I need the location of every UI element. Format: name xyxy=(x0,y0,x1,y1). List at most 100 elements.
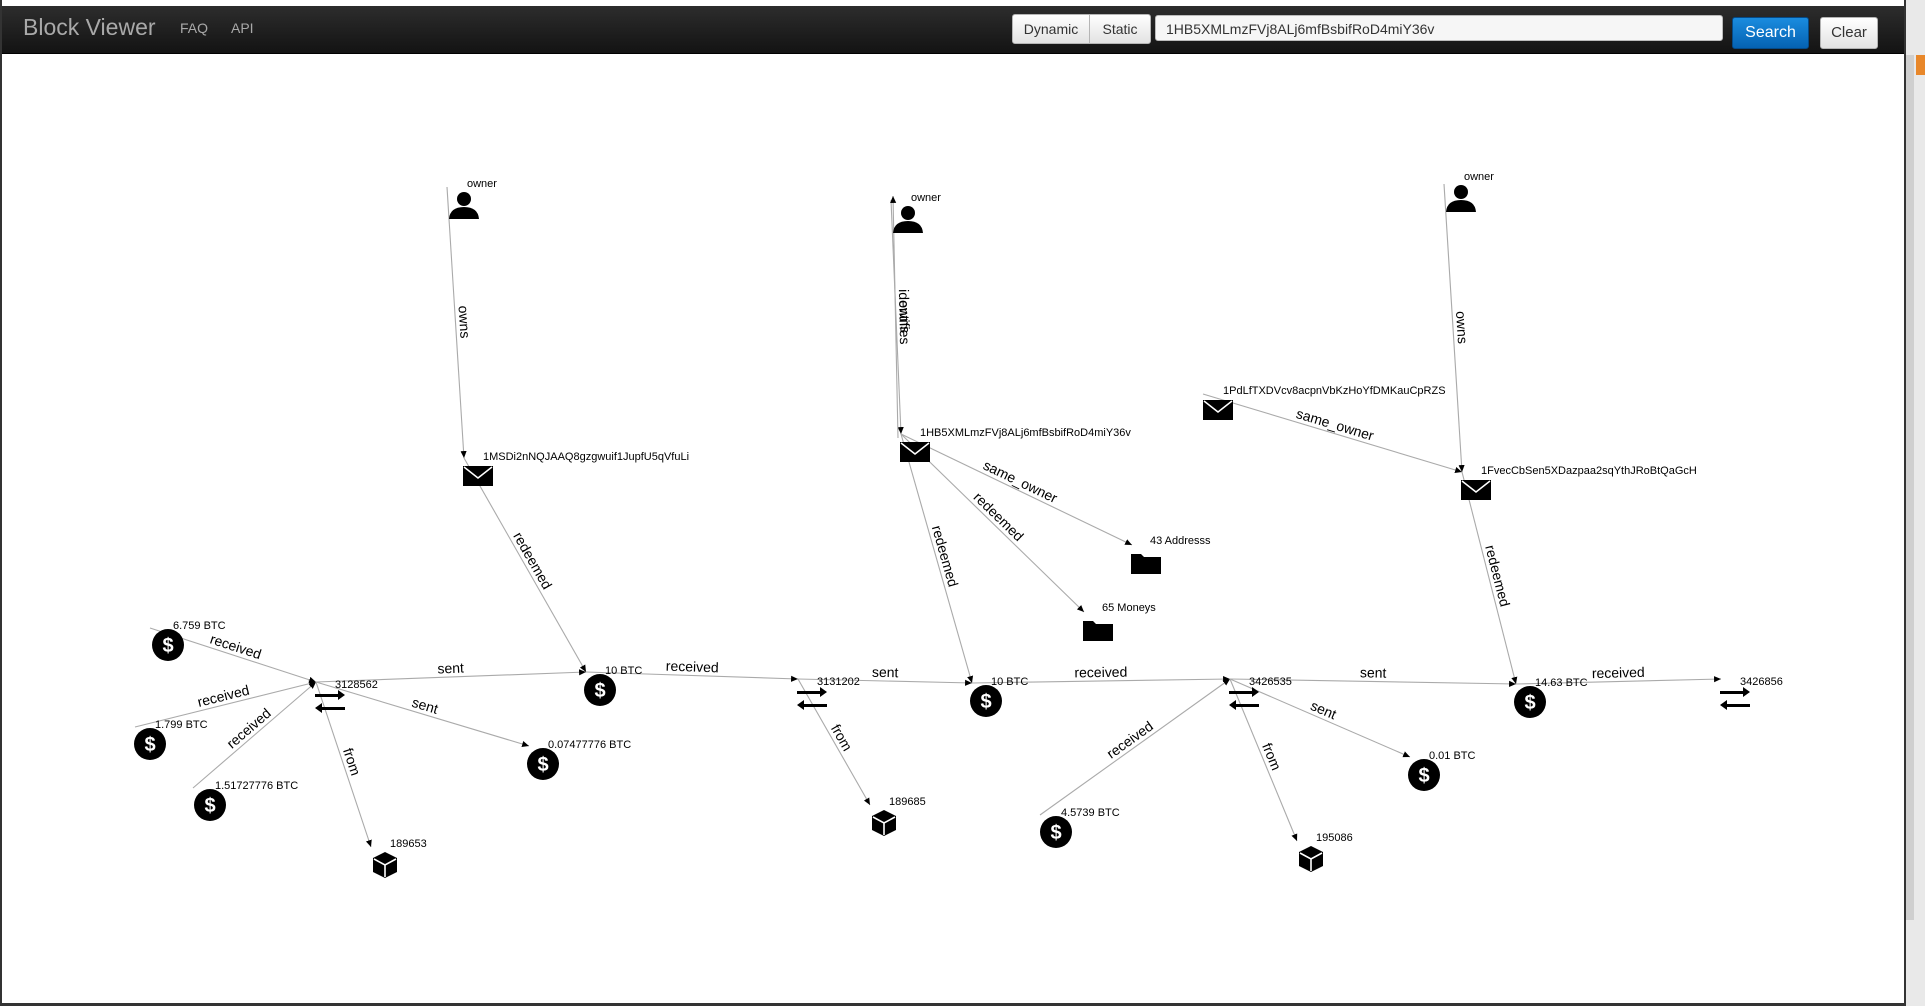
dynamic-toggle-button[interactable]: Dynamic xyxy=(1012,14,1090,44)
nav-link-api[interactable]: API xyxy=(231,20,254,36)
graph-node-money[interactable]: $1.51727776 BTC xyxy=(194,780,298,821)
graph-node-address[interactable]: 1HB5XMLmzFVj8ALj6mfBsbifRoD4miY36v xyxy=(900,427,1131,462)
graph-node-address[interactable]: 1PdLfTXDVcv8acpnVbKzHoYfDMKauCpRZS xyxy=(1203,385,1446,420)
graph-node-money[interactable]: $10 BTC xyxy=(584,665,642,706)
edge-line xyxy=(1229,678,1517,687)
graph-node-money[interactable]: $14.63 BTC xyxy=(1514,677,1588,718)
edge-received[interactable]: received xyxy=(1515,664,1722,685)
person-icon xyxy=(449,192,479,219)
dollar-coin-icon: $ xyxy=(1040,816,1072,848)
edge-label: from xyxy=(340,746,364,778)
dollar-coin-icon: $ xyxy=(1408,759,1440,791)
scrollbar-thumb[interactable] xyxy=(1906,55,1914,920)
node-label: owner xyxy=(467,178,497,190)
edge-redeemed[interactable]: redeemed xyxy=(1461,471,1518,685)
brand-title[interactable]: Block Viewer xyxy=(23,14,156,40)
svg-text:$: $ xyxy=(594,680,605,702)
clear-button[interactable]: Clear xyxy=(1820,17,1878,49)
edge-same-owner[interactable]: same_owner xyxy=(1202,393,1463,473)
graph-node-folder[interactable]: 43 Addresss xyxy=(1131,535,1211,574)
edge-line xyxy=(900,433,1133,546)
graph-node-tx[interactable]: 3128562 xyxy=(315,679,378,713)
edge-identifies[interactable]: identifies xyxy=(890,195,913,439)
node-label: 1HB5XMLmzFVj8ALj6mfBsbifRoD4miY36v xyxy=(920,427,1131,439)
cube-icon xyxy=(373,852,397,878)
edge-label: from xyxy=(1259,741,1284,773)
edge-sent[interactable]: sent xyxy=(315,660,587,683)
edge-label: owns xyxy=(455,305,473,339)
person-icon xyxy=(893,206,923,233)
edge-received[interactable]: received xyxy=(1039,678,1231,816)
edge-line xyxy=(446,186,467,459)
graph-node-address[interactable]: 1FvecCbSen5XDazpaa2sqYthJRoBtQaGcH xyxy=(1461,465,1697,500)
svg-text:$: $ xyxy=(204,795,215,817)
graph-node-tx[interactable]: 3426535 xyxy=(1229,676,1292,710)
scrollbar-accent xyxy=(1916,55,1925,75)
graph-node-money[interactable]: $1.799 BTC xyxy=(134,719,208,760)
nav-link-faq[interactable]: FAQ xyxy=(180,20,209,36)
search-input[interactable]: 1HB5XMLmzFVj8ALj6mfBsbifRoD4miY36v xyxy=(1155,15,1723,41)
edge-line xyxy=(315,681,530,747)
edge-from[interactable]: from xyxy=(797,678,871,806)
graph-node-address[interactable]: 1MSDi2nNQJAAQ8gzgwuif1JupfU5qVfuLi xyxy=(463,451,689,486)
edge-label: received xyxy=(1104,718,1156,762)
graph-node-block[interactable]: 189653 xyxy=(373,838,427,878)
dollar-coin-icon: $ xyxy=(527,748,559,780)
edge-received[interactable]: received xyxy=(971,664,1231,684)
edge-from[interactable]: from xyxy=(315,681,372,848)
edge-line xyxy=(315,669,587,683)
envelope-icon xyxy=(1461,480,1491,500)
edge-line xyxy=(192,681,317,789)
edge-owns[interactable]: owns xyxy=(446,186,473,459)
static-toggle-button[interactable]: Static xyxy=(1089,14,1151,44)
edge-line xyxy=(900,433,974,684)
node-label: 3128562 xyxy=(335,679,378,691)
edge-redeemed[interactable]: redeemed xyxy=(463,457,587,673)
edge-label: redeemed xyxy=(510,529,555,592)
edge-sent[interactable]: sent xyxy=(315,681,530,747)
graph-node-block[interactable]: 195086 xyxy=(1299,832,1353,872)
graph-node-person[interactable]: owner xyxy=(1446,171,1494,212)
edge-line xyxy=(1202,393,1463,473)
svg-text:$: $ xyxy=(1418,765,1429,787)
graph-node-money[interactable]: $0.01 BTC xyxy=(1408,750,1476,791)
edge-label: received xyxy=(223,705,274,752)
cube-icon xyxy=(1299,846,1323,872)
search-button[interactable]: Search xyxy=(1732,17,1809,49)
edge-label: received xyxy=(1074,664,1127,681)
graph-node-person[interactable]: owner xyxy=(893,192,941,233)
edge-line xyxy=(1461,471,1518,685)
node-label: 1.51727776 BTC xyxy=(215,780,298,792)
edge-label: sent xyxy=(1360,664,1387,680)
edge-label: sent xyxy=(1308,697,1339,722)
edge-received[interactable]: received xyxy=(585,658,799,682)
svg-text:$: $ xyxy=(162,635,173,657)
edge-sent[interactable]: sent xyxy=(1229,664,1517,687)
graph-node-money[interactable]: $6.759 BTC xyxy=(152,620,226,661)
edge-label: redeemed xyxy=(1482,543,1513,608)
edge-label: redeemed xyxy=(971,489,1027,544)
edge-line xyxy=(315,681,372,848)
graph-node-money[interactable]: $10 BTC xyxy=(970,676,1028,717)
graph-node-tx[interactable]: 3426856 xyxy=(1720,676,1783,710)
folder-icon xyxy=(1083,621,1113,641)
graph-node-person[interactable]: owner xyxy=(449,178,497,219)
folder-icon xyxy=(1131,554,1161,574)
edge-line xyxy=(900,433,1085,613)
node-label: 189685 xyxy=(889,796,926,808)
edge-line xyxy=(1229,678,1411,758)
graph-node-money[interactable]: $0.07477776 BTC xyxy=(527,739,631,780)
edge-label: sent xyxy=(872,664,899,681)
node-label: 0.07477776 BTC xyxy=(548,739,631,751)
graph-node-money[interactable]: $4.5739 BTC xyxy=(1040,807,1120,848)
graph-node-folder[interactable]: 65 Moneys xyxy=(1083,602,1156,641)
edge-owns[interactable]: owns xyxy=(1443,183,1471,473)
edge-label: owns xyxy=(896,300,913,333)
node-label: 14.63 BTC xyxy=(1535,677,1588,689)
graph-node-tx[interactable]: 3131202 xyxy=(797,676,860,710)
graph-node-block[interactable]: 189685 xyxy=(872,796,926,836)
edge-redeemed[interactable]: redeemed xyxy=(900,433,974,684)
edge-sent[interactable]: sent xyxy=(797,664,973,686)
node-label: 65 Moneys xyxy=(1102,602,1156,614)
